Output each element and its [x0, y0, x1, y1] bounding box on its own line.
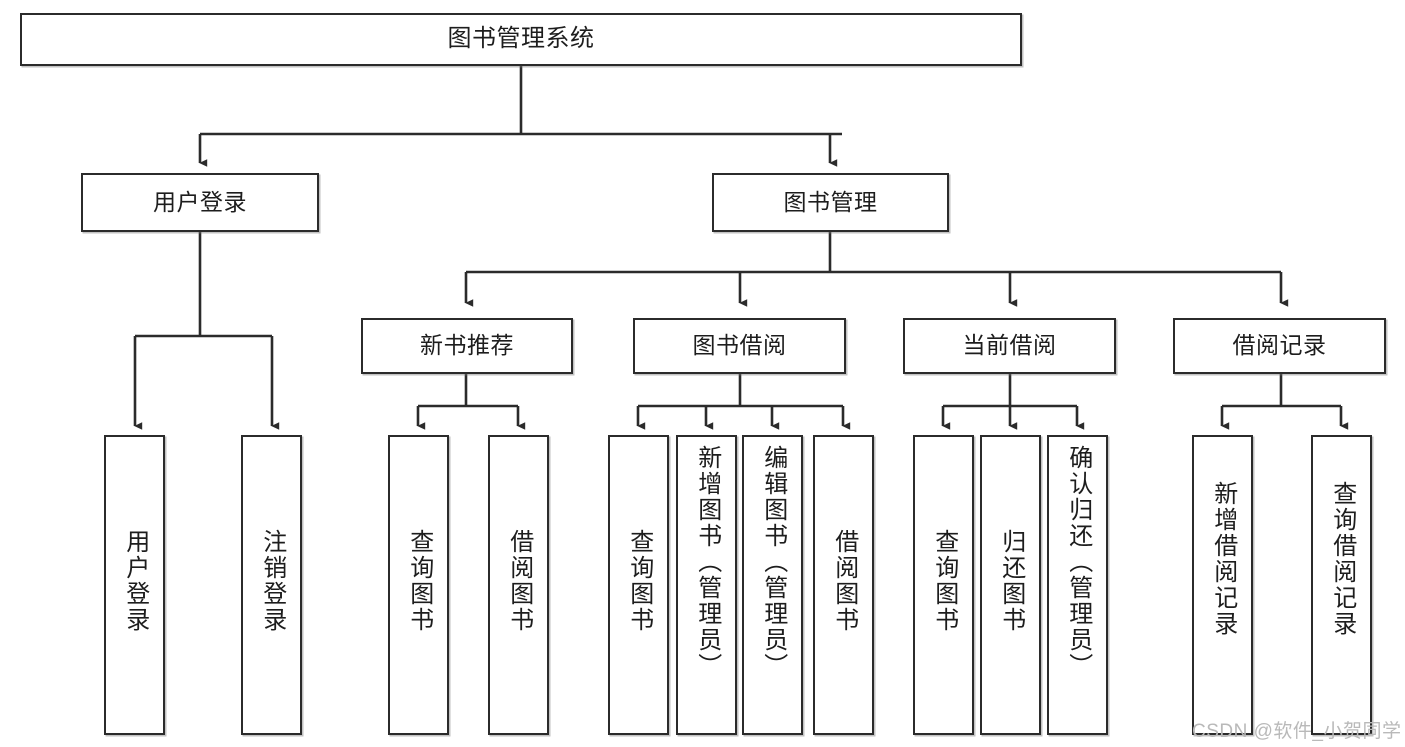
node-label: 新增图书（管理员）	[693, 445, 721, 679]
leaf-query-book-recommendation[interactable]: 查询图书	[388, 435, 449, 735]
leaf-logout[interactable]: 注销登录	[241, 435, 302, 735]
node-label: 新书推荐	[420, 332, 514, 359]
node-label: 归还图书	[997, 529, 1025, 633]
node-label: 查询图书	[405, 529, 433, 633]
node-current-borrowing[interactable]: 当前借阅	[903, 318, 1116, 374]
node-label: 图书管理	[783, 188, 878, 215]
leaf-add-borrowing-record[interactable]: 新增借阅记录	[1192, 435, 1253, 735]
leaf-query-book-borrowing[interactable]: 查询图书	[608, 435, 669, 735]
csdn-watermark: CSDN @软件_小贺同学	[1192, 721, 1402, 742]
leaf-user-login[interactable]: 用户登录	[104, 435, 165, 735]
leaf-query-book-current[interactable]: 查询图书	[913, 435, 974, 735]
node-book-management-system[interactable]: 图书管理系统	[20, 13, 1022, 66]
leaf-borrow-book-recommendation[interactable]: 借阅图书	[488, 435, 549, 735]
node-book-management[interactable]: 图书管理	[712, 173, 949, 232]
node-new-book-recommendation[interactable]: 新书推荐	[361, 318, 573, 374]
node-label: 查询图书	[625, 529, 653, 633]
node-label: 注销登录	[258, 529, 286, 633]
leaf-edit-book-admin[interactable]: 编辑图书（管理员）	[742, 435, 803, 735]
node-label: 借阅图书	[505, 529, 533, 633]
node-label: 编辑图书（管理员）	[759, 445, 787, 679]
leaf-return-book[interactable]: 归还图书	[980, 435, 1041, 735]
node-label: 借阅图书	[830, 529, 858, 633]
node-label: 查询图书	[930, 529, 958, 633]
node-label: 新增借阅记录	[1209, 481, 1237, 637]
leaf-confirm-return-admin[interactable]: 确认归还（管理员）	[1047, 435, 1108, 735]
node-label: 图书借阅	[692, 332, 787, 359]
node-label: 查询借阅记录	[1328, 481, 1356, 637]
node-label: 当前借阅	[962, 332, 1057, 359]
node-label: 确认归还（管理员）	[1064, 445, 1092, 679]
node-borrowing-record[interactable]: 借阅记录	[1173, 318, 1386, 374]
leaf-borrow-book-borrowing[interactable]: 借阅图书	[813, 435, 874, 735]
node-label: 用户登录	[121, 529, 149, 633]
node-book-borrowing[interactable]: 图书借阅	[633, 318, 846, 374]
node-user-login[interactable]: 用户登录	[81, 173, 319, 232]
node-label: 图书管理系统	[447, 25, 595, 53]
leaf-add-book-admin[interactable]: 新增图书（管理员）	[676, 435, 737, 735]
leaf-query-borrowing-record[interactable]: 查询借阅记录	[1311, 435, 1372, 735]
node-label: 借阅记录	[1232, 332, 1327, 359]
node-label: 用户登录	[153, 188, 247, 215]
